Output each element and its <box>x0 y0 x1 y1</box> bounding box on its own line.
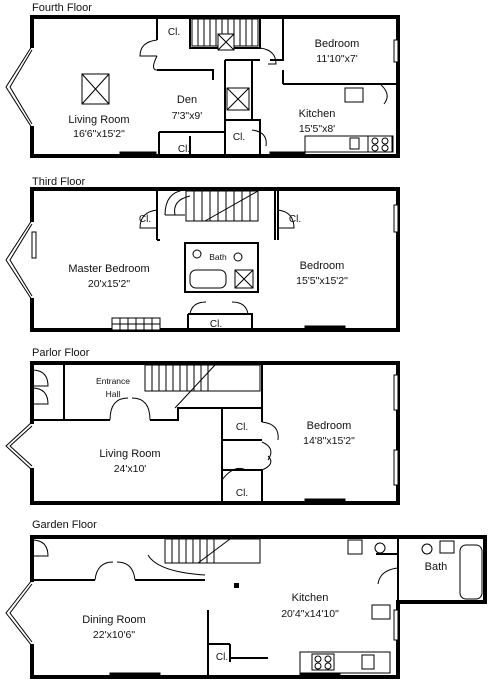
room-name: Dining Room <box>82 614 146 626</box>
fourth-floor-plan: Fourth Floor <box>5 2 400 158</box>
appliance-icon <box>371 604 391 620</box>
room-name: Bedroom <box>307 420 352 432</box>
room-dimensions: 7'3"x9' <box>172 110 203 122</box>
room-name: Bedroom <box>315 38 360 50</box>
fourth-floor-title: Fourth Floor <box>32 2 92 14</box>
closet-label: Cl. <box>233 132 245 143</box>
garden-floor-title: Garden Floor <box>32 519 97 531</box>
garden-floor-plan: Garden Floor <box>5 519 487 679</box>
column-icon <box>234 583 239 588</box>
closet-label: Cl. <box>236 488 248 499</box>
room-dimensions: 16'6"x15'2" <box>73 128 125 140</box>
toilet-icon <box>421 543 433 555</box>
room-dimensions: 15'5"x15'2" <box>296 275 348 287</box>
appliance-icon <box>344 87 364 103</box>
bathtub-icon <box>459 544 483 600</box>
room-name: Bath <box>209 252 227 262</box>
sink-icon <box>233 252 243 262</box>
room-dimensions: 15'5"x8' <box>299 123 335 135</box>
stairs-icon <box>147 538 261 576</box>
room-name: Master Bedroom <box>68 263 149 275</box>
closet-label: Cl. <box>216 652 228 663</box>
toilet-icon <box>192 249 202 259</box>
bathtub-icon <box>189 269 227 289</box>
room-name: Living Room <box>99 448 160 460</box>
room-dimensions: 14'8"x15'2" <box>303 435 355 447</box>
sink-icon <box>439 540 455 554</box>
closet-label: Cl. <box>236 422 248 433</box>
closet-label: Cl. <box>210 319 222 330</box>
room-name: Entrance <box>96 376 130 386</box>
third-floor-plan: Third Floor <box>5 176 400 332</box>
stairs-icon <box>144 364 261 409</box>
room-dimensions: 11'10"x7' <box>316 53 357 65</box>
stairs-icon <box>164 189 259 222</box>
room-name: Living Room <box>68 114 129 126</box>
toilet-icon <box>374 542 386 554</box>
closet-label: Cl. <box>178 144 190 155</box>
sink-icon <box>347 539 363 555</box>
closet-label: Cl. <box>289 214 301 225</box>
room-dimensions: 24'x10' <box>114 463 147 475</box>
room-name: Kitchen <box>299 108 336 120</box>
parlor-floor-plan: Parlor Floor Entrance Hall Living Room 2… <box>5 347 400 505</box>
stove-icon <box>367 135 393 153</box>
closet-label: Cl. <box>168 27 180 38</box>
closet-label: Cl. <box>139 214 151 225</box>
room-name: Bedroom <box>300 260 345 272</box>
room-name: Kitchen <box>292 592 329 604</box>
room-dimensions: 22'x10'6" <box>93 629 135 641</box>
stove-icon <box>311 653 335 671</box>
room-name: Den <box>177 94 197 106</box>
room-name: Bath <box>425 561 448 573</box>
door-icon <box>139 39 158 57</box>
room-name-line2: Hall <box>106 389 121 399</box>
parlor-floor-title: Parlor Floor <box>32 347 90 359</box>
room-dimensions: 20'4"x14'10" <box>281 608 339 620</box>
room-dimensions: 20'x15'2" <box>88 278 130 290</box>
third-floor-title: Third Floor <box>32 176 86 188</box>
